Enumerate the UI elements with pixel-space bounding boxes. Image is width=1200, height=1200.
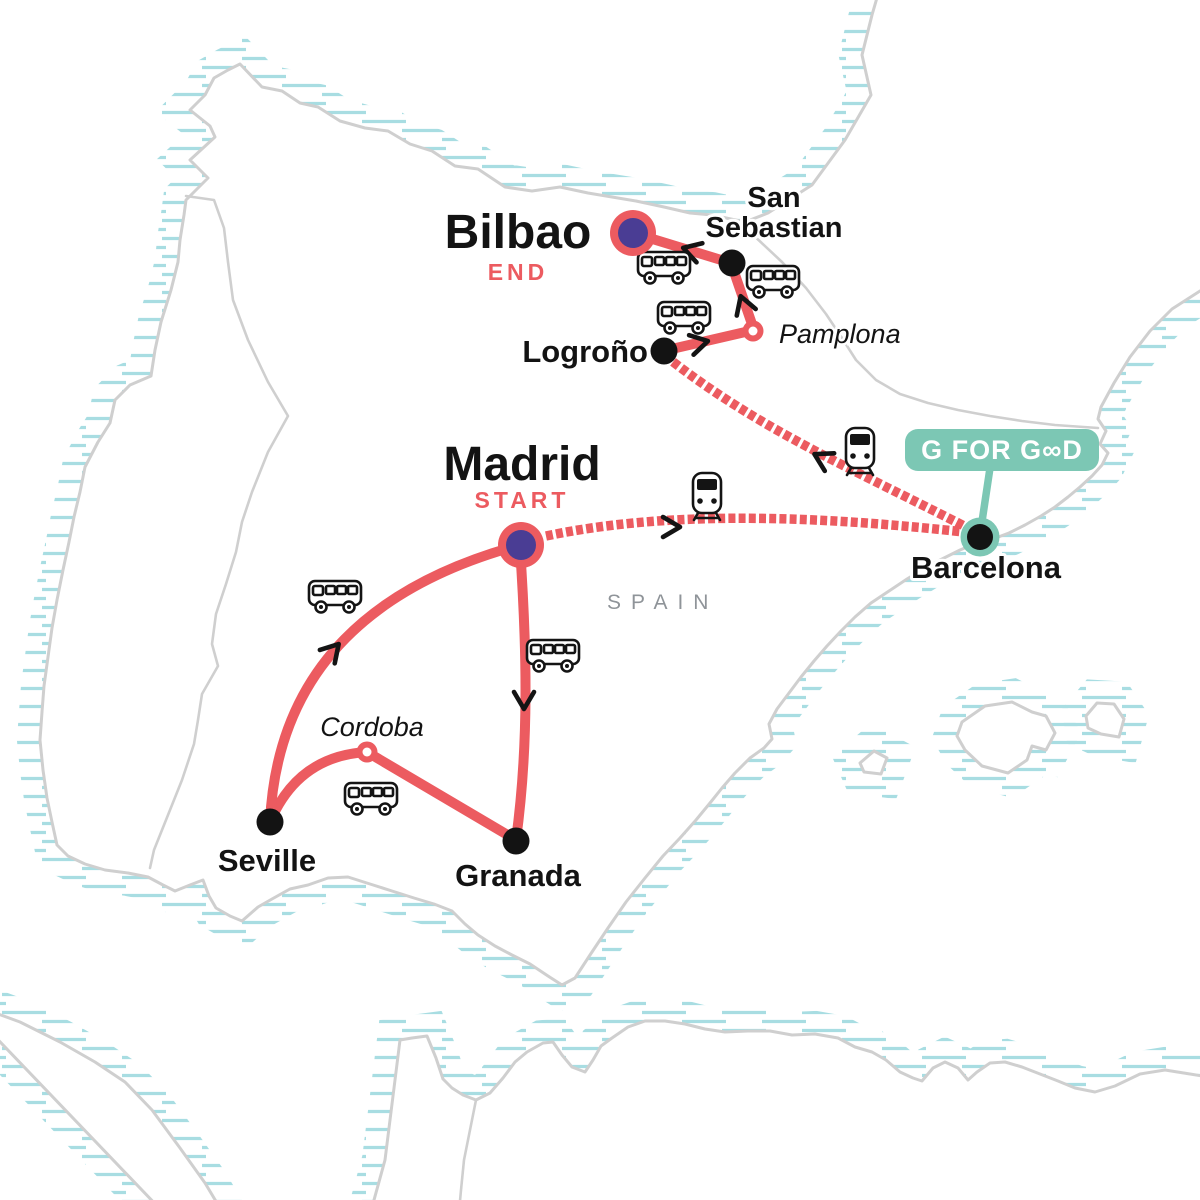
marker-madrid-start <box>498 522 544 568</box>
label-start: START <box>475 487 570 513</box>
marker-barcelona <box>960 517 1000 557</box>
label-granada: Granada <box>455 858 582 893</box>
label-madrid: Madrid <box>443 438 600 491</box>
train-icon <box>691 471 723 522</box>
badge-background <box>905 429 1099 471</box>
label-seville: Seville <box>218 843 316 878</box>
marker-seville <box>256 808 284 836</box>
marker-logrono <box>650 337 678 365</box>
label-bilbao: Bilbao <box>445 206 592 259</box>
label-san-sebastian-line1: San <box>747 182 800 214</box>
city-markers <box>256 210 1000 855</box>
label-san-sebastian-line2: Sebastian <box>706 212 843 244</box>
portugal-border <box>148 194 290 870</box>
marker-cordoba <box>356 741 378 763</box>
label-end: END <box>488 259 549 285</box>
label-logrono: Logroño <box>522 334 648 369</box>
africa-inland-border <box>458 1098 478 1200</box>
region-label-spain: SPAIN <box>607 591 718 614</box>
pyrenees-border <box>748 230 1100 430</box>
route-madrid-granada <box>511 543 531 845</box>
badge-label: G FOR G∞D <box>921 435 1083 465</box>
train-icon <box>844 426 876 477</box>
marker-bilbao-end <box>610 210 656 256</box>
iberia-coastline <box>38 0 1200 987</box>
city-labels: Bilbao END San Sebastian Pamplona Logroñ… <box>215 179 1065 896</box>
label-pamplona: Pamplona <box>779 319 901 349</box>
marker-san-sebastian <box>718 249 746 277</box>
marker-granada <box>502 827 530 855</box>
label-barcelona: Barcelona <box>911 550 1062 585</box>
g-for-good-badge: G FOR G∞D <box>905 429 1099 539</box>
label-cordoba: Cordoba <box>320 712 424 742</box>
marker-pamplona <box>742 320 764 342</box>
